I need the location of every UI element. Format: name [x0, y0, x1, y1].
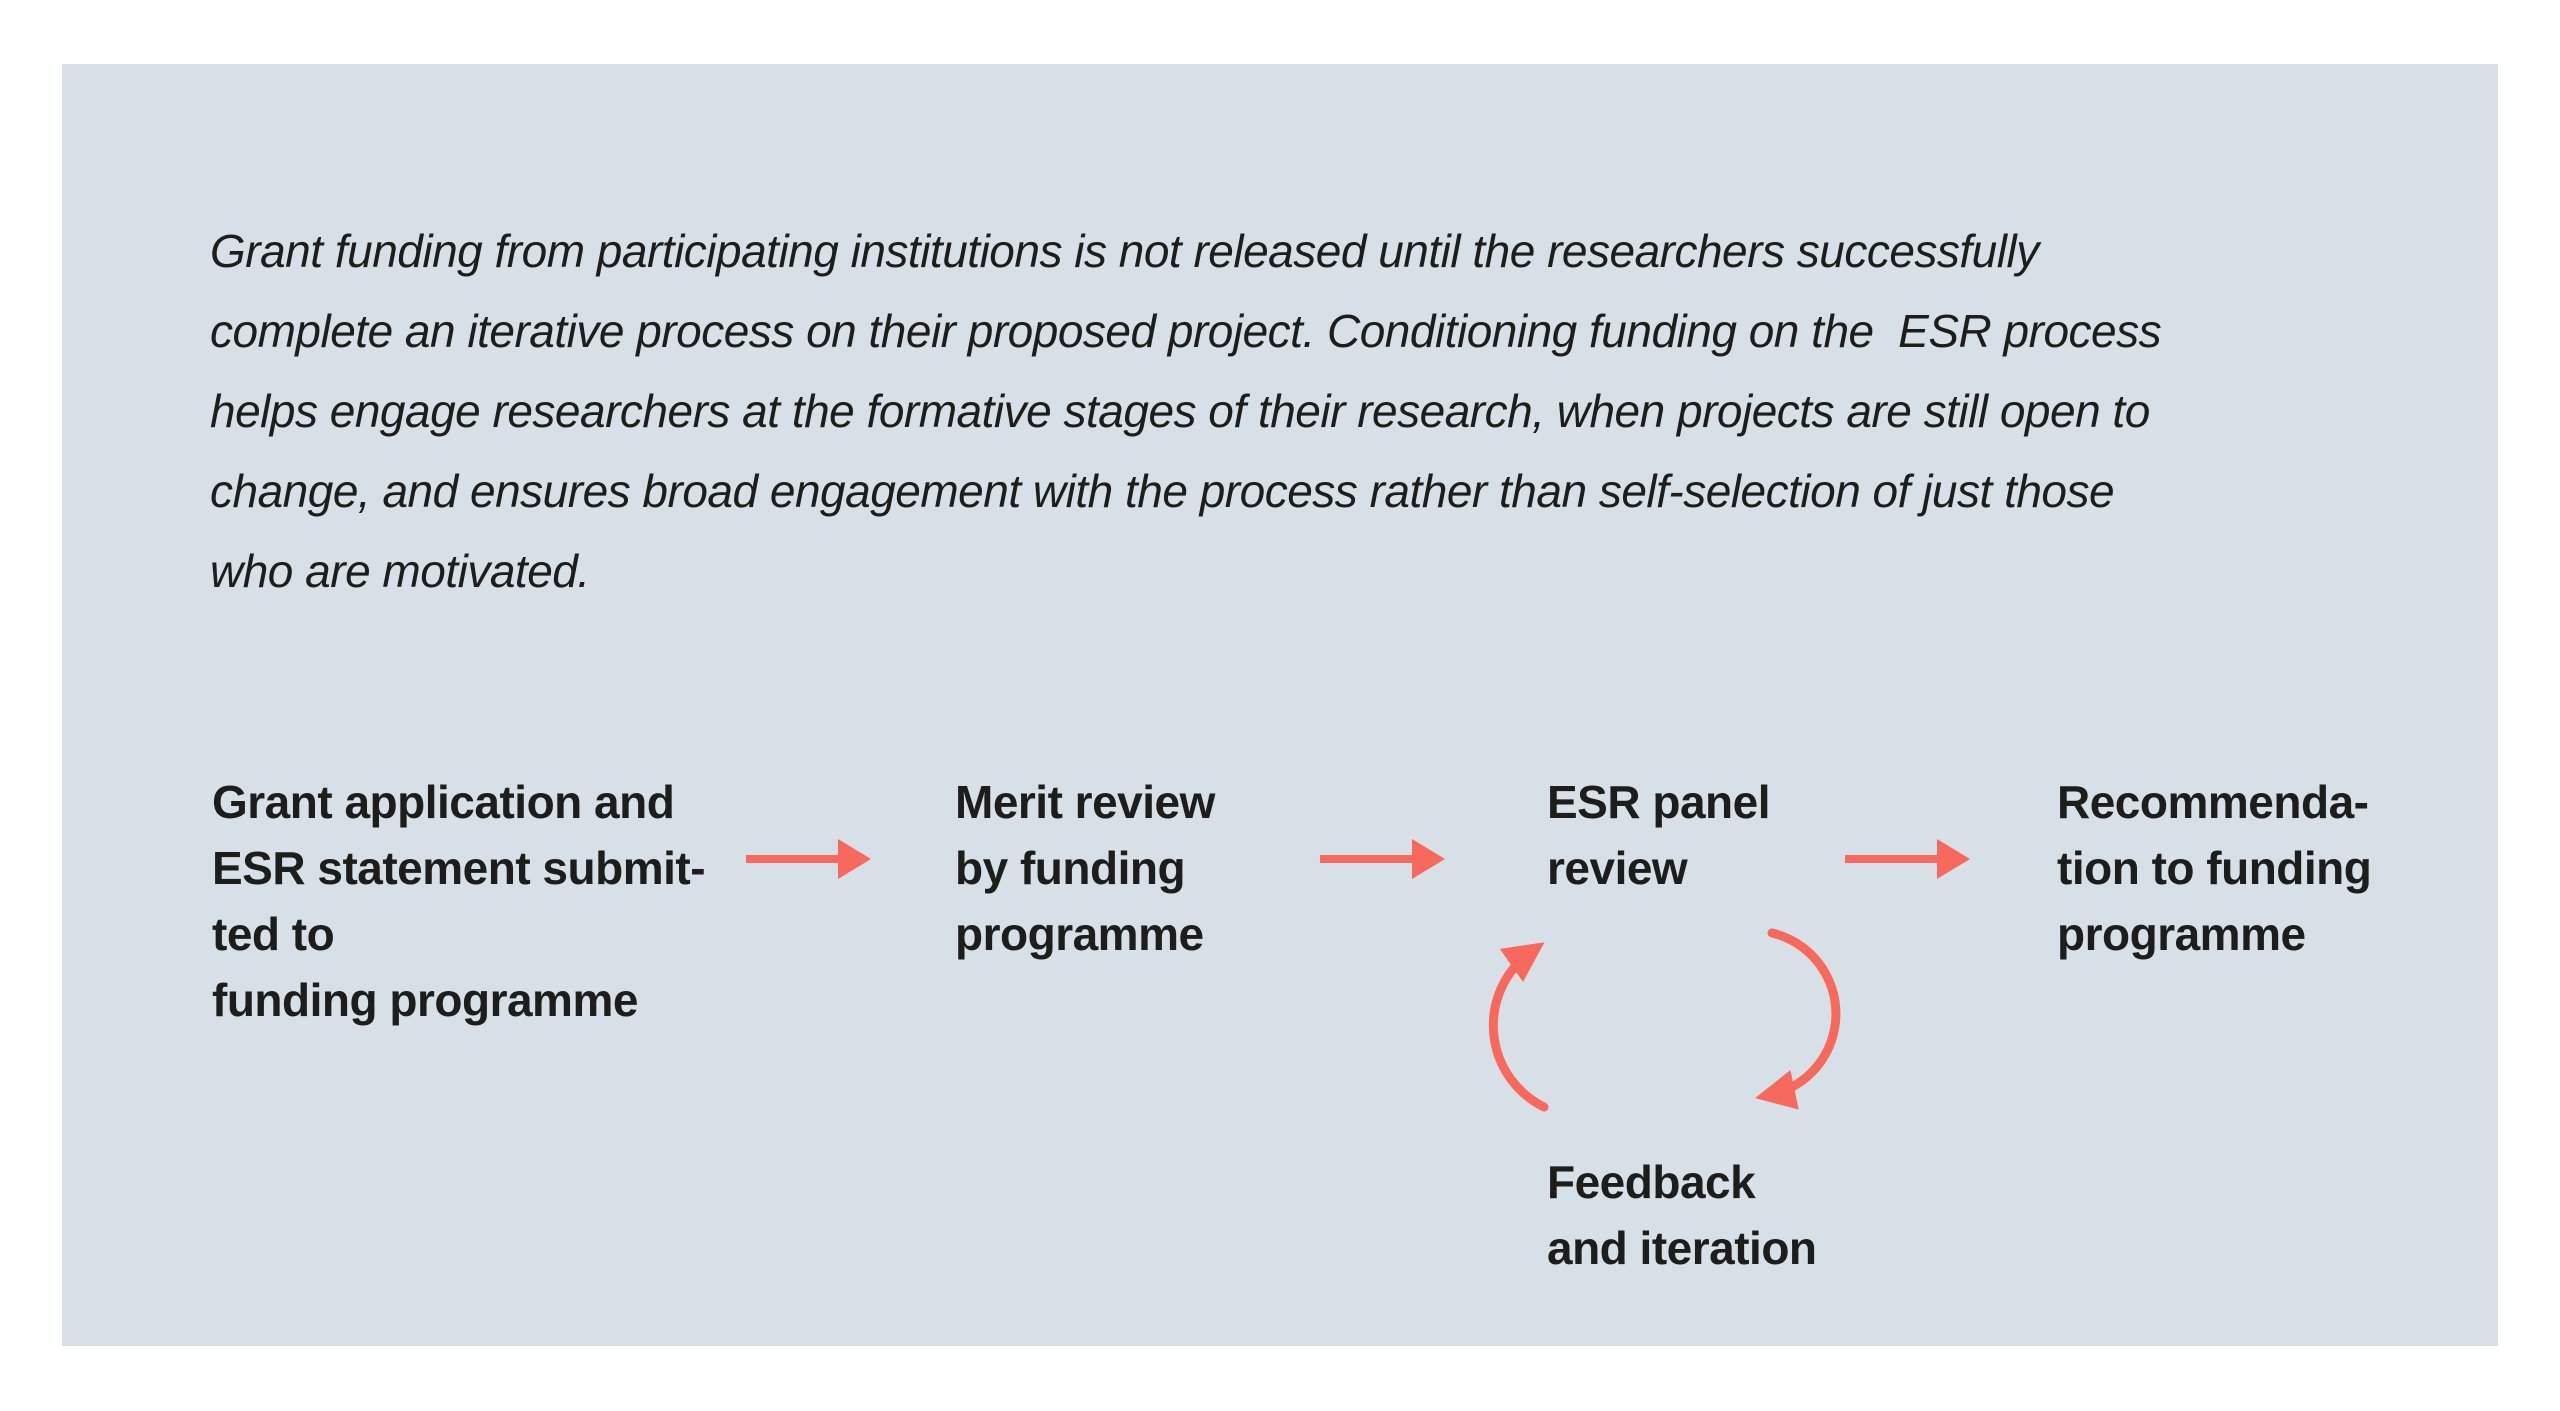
feedback-iteration-label: Feedback and iteration — [1547, 1149, 1817, 1281]
flow-step-line: Merit review — [955, 776, 1215, 828]
feedback-label-line: and iteration — [1547, 1222, 1817, 1274]
feedback-label-line: Feedback — [1547, 1156, 1756, 1208]
flow-step-line: Recommenda- — [2057, 776, 2369, 828]
flow-step-line: ted to — [212, 908, 335, 960]
intro-line: helps engage researchers at the formativ… — [210, 385, 2150, 437]
flow-step-line: programme — [2057, 908, 2306, 960]
figure-panel: Grant funding from participating institu… — [62, 64, 2498, 1346]
curved-arrow-down-icon — [1755, 928, 1841, 1110]
flow-step-line: tion to funding — [2057, 842, 2372, 894]
flow-step-esr-panel-review: ESR panel review — [1547, 769, 1771, 901]
flow-step-line: by funding — [955, 842, 1186, 894]
flow-step-line: ESR statement submit- — [212, 842, 706, 894]
flow-step-grant-application: Grant application and ESR statement subm… — [212, 769, 706, 1033]
flow-step-line: funding programme — [212, 974, 638, 1026]
flow-step-line: ESR panel — [1547, 776, 1771, 828]
flow-step-line: programme — [955, 908, 1204, 960]
flow-step-merit-review: Merit review by funding programme — [955, 769, 1215, 967]
intro-paragraph: Grant funding from participating institu… — [210, 211, 2162, 611]
intro-line: complete an iterative process on their p… — [210, 305, 2162, 357]
arrow-right-icon — [1845, 839, 1970, 879]
feedback-loop — [1488, 928, 1841, 1112]
intro-line: change, and ensures broad engagement wit… — [210, 465, 2115, 517]
curved-arrow-up-icon — [1488, 942, 1549, 1112]
flow-step-line: review — [1547, 842, 1688, 894]
arrow-right-icon — [1320, 839, 1445, 879]
flow-step-recommendation: Recommenda- tion to funding programme — [2057, 769, 2372, 967]
intro-line: Grant funding from participating institu… — [210, 225, 2039, 277]
flow-step-line: Grant application and — [212, 776, 675, 828]
arrow-right-icon — [746, 839, 871, 879]
intro-line: who are motivated. — [210, 545, 590, 597]
